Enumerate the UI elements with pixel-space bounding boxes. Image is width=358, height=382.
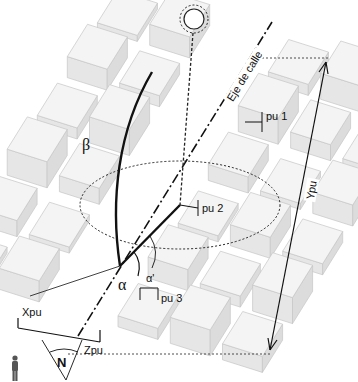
building-face [313, 160, 358, 205]
person-figure [12, 355, 18, 381]
building-face [200, 251, 260, 296]
building-face [67, 24, 127, 69]
building-face [0, 176, 37, 221]
building-face [0, 236, 59, 281]
building-face [261, 159, 321, 204]
building-face [7, 117, 67, 162]
dimension-label: Zpu [84, 344, 103, 356]
angle-label: α [118, 276, 126, 294]
point-label: pu 1 [266, 110, 287, 122]
building-face [253, 253, 313, 298]
building-face [170, 285, 230, 330]
point-label: pu 2 [202, 202, 223, 214]
building-face [37, 83, 97, 128]
angle-label: α' [146, 272, 154, 284]
dimension-label: Xpu [22, 306, 42, 318]
building-face [118, 284, 178, 329]
building-face [268, 40, 328, 85]
point-label: pu 3 [161, 292, 182, 304]
north-label: N [57, 356, 66, 370]
building-face [150, 0, 210, 37]
building-face [148, 225, 208, 270]
building-face [29, 202, 89, 247]
building-face [208, 132, 268, 177]
building-face [120, 51, 180, 96]
building-face [291, 100, 351, 145]
building-face [178, 191, 238, 236]
angle-label: β [82, 136, 90, 154]
